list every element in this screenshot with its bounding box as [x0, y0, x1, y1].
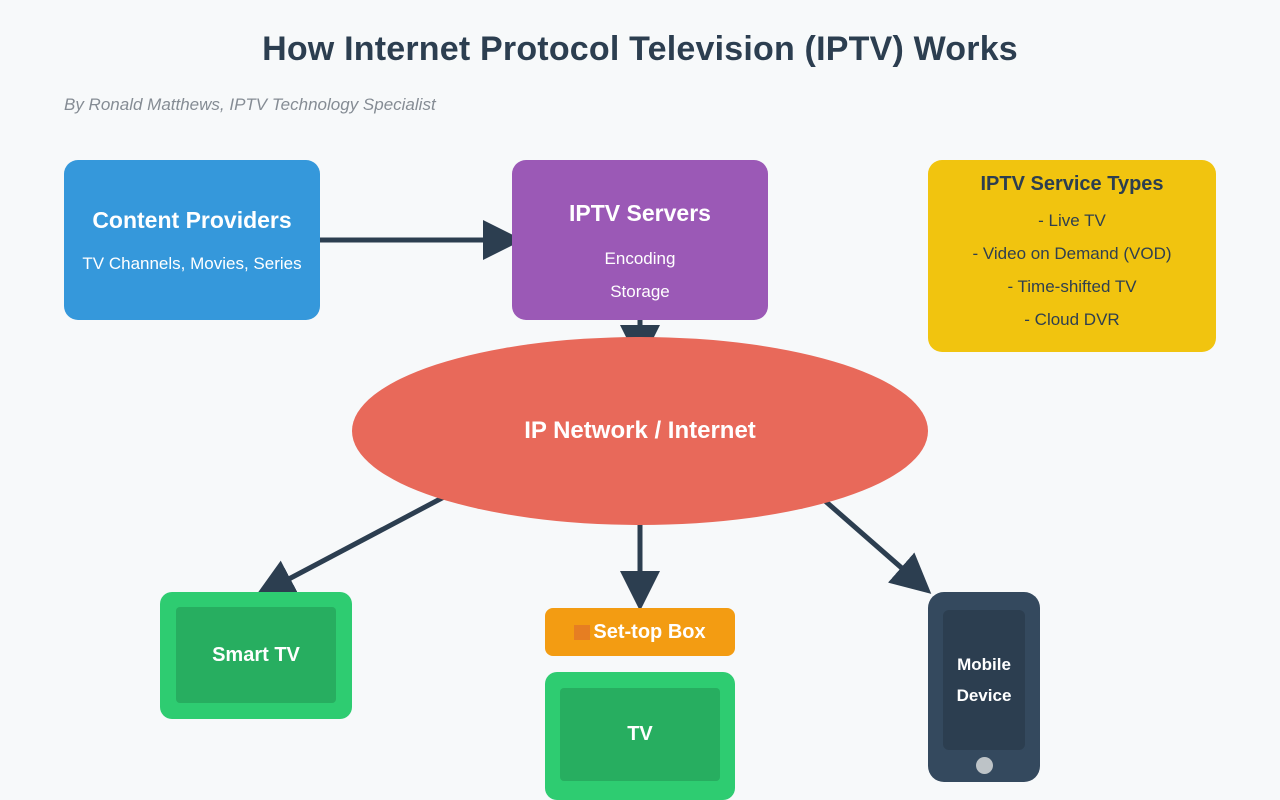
service-types-title: IPTV Service Types [980, 173, 1164, 195]
page-title: How Internet Protocol Television (IPTV) … [262, 30, 1018, 68]
mobile-device-screen: Mobile Device [943, 610, 1025, 750]
smart-tv-title: Smart TV [212, 643, 300, 666]
iptv-servers-box: IPTV Servers Encoding Storage [512, 160, 768, 320]
iptv-servers-title: IPTV Servers [569, 200, 711, 226]
tv-box: TV [545, 672, 735, 800]
service-type-cloud-dvr: - Cloud DVR [1024, 310, 1120, 329]
mobile-home-button-icon [975, 757, 993, 774]
author-byline: By Ronald Matthews, IPTV Technology Spec… [64, 95, 436, 114]
iptv-servers-encoding-label: Encoding [604, 249, 676, 268]
smart-tv-box: Smart TV [160, 592, 352, 719]
service-type-time-shifted: - Time-shifted TV [1007, 277, 1137, 296]
service-type-vod: - Video on Demand (VOD) [972, 244, 1172, 263]
iptv-servers-storage-label: Storage [610, 282, 670, 301]
content-providers-box: Content Providers TV Channels, Movies, S… [64, 160, 320, 320]
ip-network-ellipse: IP Network / Internet [352, 337, 928, 525]
tv-screen: TV [560, 688, 720, 781]
set-top-box-title: Set-top Box [593, 620, 706, 643]
ip-network-title: IP Network / Internet [524, 417, 756, 444]
content-providers-title: Content Providers [92, 206, 292, 233]
smart-tv-screen: Smart TV [176, 607, 336, 703]
service-types-box: IPTV Service Types - Live TV - Video on … [928, 160, 1216, 352]
set-top-box-led-icon [574, 624, 591, 640]
service-type-live-tv: - Live TV [1038, 211, 1106, 230]
set-top-box: Set-top Box [545, 608, 735, 656]
mobile-device-title: Mobile Device [956, 655, 1012, 705]
mobile-device-box: Mobile Device [928, 592, 1040, 782]
tv-title: TV [627, 723, 653, 745]
content-providers-subtitle: TV Channels, Movies, Series [82, 253, 302, 273]
